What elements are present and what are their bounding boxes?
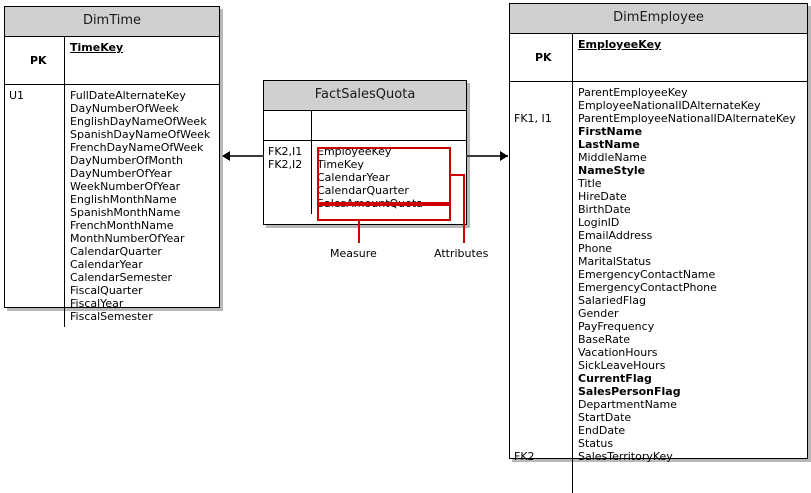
- field-row: FullDateAlternateKey: [70, 89, 186, 102]
- relationship-line-dim-employee: [466, 155, 508, 157]
- field-row: HireDate: [578, 190, 627, 203]
- field-row: ParentEmployeeKey: [578, 86, 688, 99]
- dim-time-key-column: U1: [5, 85, 65, 327]
- field-row: TimeKey: [317, 158, 364, 171]
- relationship-arrow-dim-time: [222, 151, 230, 161]
- dim-time-pk-label: PK: [5, 37, 65, 84]
- dim-employee-fk1-label: FK1, I1: [514, 112, 552, 125]
- field-row: SickLeaveHours: [578, 359, 666, 372]
- pk-label-text: PK: [534, 51, 552, 64]
- entity-title-fact-sales-quota: FactSalesQuota: [264, 81, 466, 111]
- field-row: FrenchMonthName: [70, 219, 174, 232]
- field-row: SpanishMonthName: [70, 206, 181, 219]
- dim-employee-pk-label: PK: [510, 34, 573, 81]
- field-row: CalendarYear: [70, 258, 143, 271]
- entity-title-dim-employee: DimEmployee: [510, 4, 807, 34]
- field-row: BirthDate: [578, 203, 631, 216]
- fact-sales-quota-pk-section: [264, 111, 466, 141]
- dim-employee-pk-section: PK EmployeeKey: [510, 34, 807, 82]
- field-row: DepartmentName: [578, 398, 678, 411]
- field-row: Phone: [578, 242, 613, 255]
- fact-pk-field: [312, 111, 466, 140]
- fact-pk-label: [264, 111, 312, 140]
- field-row: MonthNumberOfYear: [70, 232, 185, 245]
- attributes-leader-line-vertical: [463, 174, 465, 243]
- entity-dim-employee[interactable]: DimEmployee PK EmployeeKey FK1, I1 FK2 P…: [509, 3, 808, 493]
- field-row: ParentEmployeeNationalIDAlternateKey: [578, 112, 796, 125]
- field-row: MiddleName: [578, 151, 647, 164]
- field-row: WeekNumberOfYear: [70, 180, 181, 193]
- dim-time-pk-section: PK TimeKey: [5, 37, 219, 85]
- entity-fact-sales-quota[interactable]: FactSalesQuota FK2,I1 FK2,I2 EmployeeKey…: [263, 80, 467, 225]
- dim-employee-pk-field: EmployeeKey: [573, 34, 807, 81]
- field-row: EmployeeNationalIDAlternateKey: [578, 99, 761, 112]
- fact-key-column: FK2,I1 FK2,I2: [264, 141, 312, 214]
- field-row: DayNumberOfMonth: [70, 154, 183, 167]
- field-row: NameStyle: [578, 164, 646, 177]
- field-row: CalendarSemester: [70, 271, 173, 284]
- field-row: SalesTerritoryKey: [578, 450, 673, 463]
- dim-time-pk-field: TimeKey: [65, 37, 219, 84]
- pk-field-text: TimeKey: [70, 41, 124, 54]
- field-row: DayNumberOfYear: [70, 167, 172, 180]
- field-row: CalendarYear: [317, 171, 390, 184]
- field-row: LoginID: [578, 216, 620, 229]
- field-row: CalendarQuarter: [70, 245, 162, 258]
- field-row: DayNumberOfWeek: [70, 102, 179, 115]
- dim-employee-key-column: FK1, I1 FK2: [510, 82, 573, 493]
- relationship-arrow-dim-employee: [500, 151, 508, 161]
- field-row: EndDate: [578, 424, 626, 437]
- entity-title-dim-time: DimTime: [5, 7, 219, 37]
- field-row: EnglishDayNameOfWeek: [70, 115, 207, 128]
- field-row: VacationHours: [578, 346, 658, 359]
- field-row: SalariedFlag: [578, 294, 646, 307]
- fact-measure-list: SalesAmountQuota: [317, 197, 462, 210]
- pk-label-text: PK: [29, 54, 47, 67]
- attributes-leader-line-horizontal: [451, 174, 465, 176]
- entity-dim-time[interactable]: DimTime PK TimeKey U1 FullDateAlternateK…: [4, 6, 220, 327]
- field-row: LastName: [578, 138, 640, 151]
- field-row: PayFrequency: [578, 320, 655, 333]
- annotation-attributes: Attributes: [434, 247, 489, 260]
- field-row: FirstName: [578, 125, 643, 138]
- field-row: CurrentFlag: [578, 372, 652, 385]
- field-row: StartDate: [578, 411, 632, 424]
- field-row: Status: [578, 437, 614, 450]
- field-row: FiscalQuarter: [70, 284, 143, 297]
- field-row: EmailAddress: [578, 229, 653, 242]
- field-row: EmployeeKey: [317, 145, 392, 158]
- field-row: FiscalYear: [70, 297, 124, 310]
- measure-leader-line: [358, 221, 360, 243]
- field-row: Gender: [578, 307, 619, 320]
- field-row: FiscalSemester: [70, 310, 153, 323]
- field-row: EmergencyContactPhone: [578, 281, 717, 294]
- field-row: FrenchDayNameOfWeek: [70, 141, 204, 154]
- field-row: SalesAmountQuota: [317, 197, 423, 210]
- field-row: EmergencyContactName: [578, 268, 716, 281]
- field-row: BaseRate: [578, 333, 631, 346]
- annotation-measure: Measure: [330, 247, 377, 260]
- field-row: Title: [578, 177, 602, 190]
- dim-employee-fk2-label: FK2: [514, 450, 535, 463]
- relationship-line-dim-time: [228, 155, 264, 157]
- pk-field-text: EmployeeKey: [578, 38, 662, 51]
- field-row: SalesPersonFlag: [578, 385, 681, 398]
- field-row: CalendarQuarter: [317, 184, 409, 197]
- field-row: MaritalStatus: [578, 255, 651, 268]
- field-row: EnglishMonthName: [70, 193, 177, 206]
- field-row: SpanishDayNameOfWeek: [70, 128, 211, 141]
